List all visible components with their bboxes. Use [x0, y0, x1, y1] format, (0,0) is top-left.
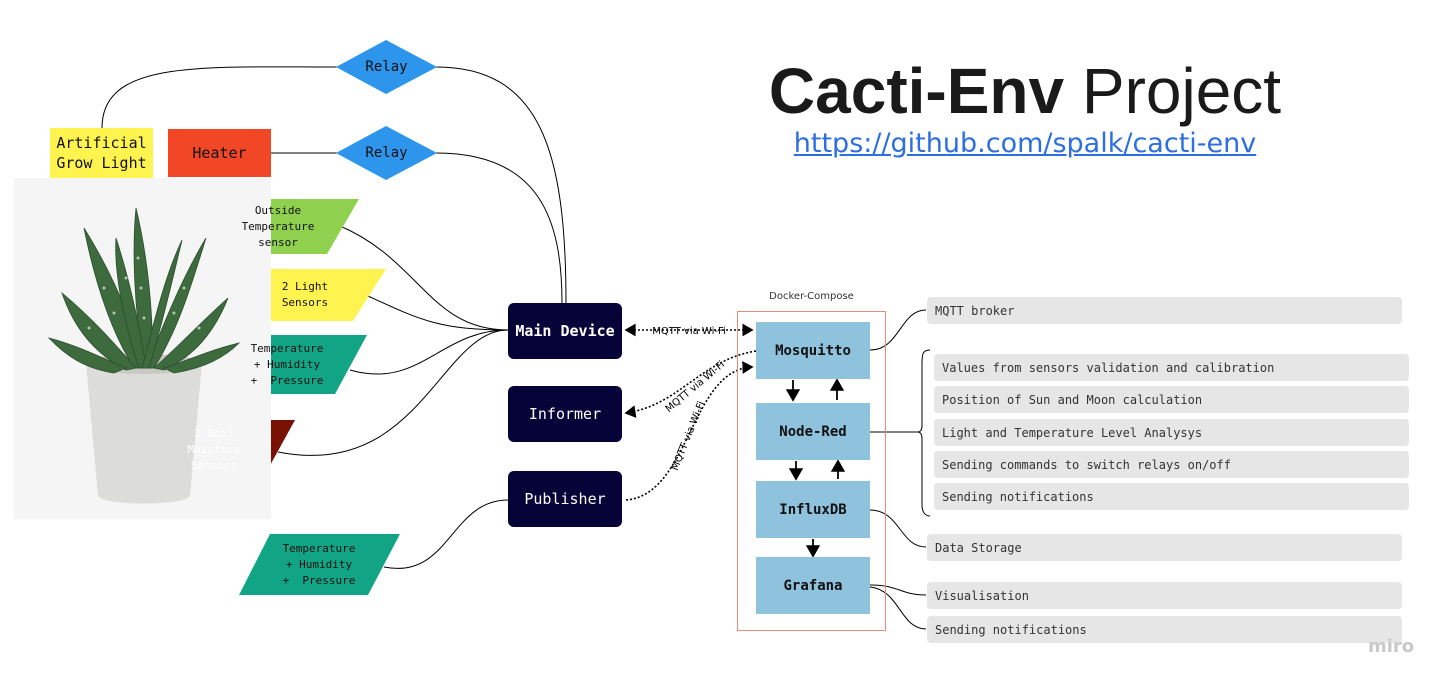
influxdb-service: InfluxDB: [756, 481, 870, 538]
relay-bottom-shape: [336, 126, 437, 180]
node-red-desc-1: Values from sensors validation and calib…: [934, 354, 1409, 381]
grow-light-node: Artificial Grow Light: [50, 128, 153, 178]
visualisation-desc: Visualisation: [927, 582, 1402, 609]
heater-node: Heater: [168, 129, 271, 177]
soil-sensor-label: 2 Soil Moisture Sensors: [187, 427, 241, 472]
mqtt-main-label: MQTT via Wi-Fi: [652, 326, 726, 337]
docker-compose-group: [737, 311, 886, 631]
node-red-service: Node-Red: [756, 403, 870, 460]
node-red-desc-3: Light and Temperature Level Analysys: [934, 419, 1409, 446]
temp-hum-press-label: Temperature + Humidity + Pressure: [250, 341, 324, 387]
docker-compose-label: Docker-Compose: [769, 291, 854, 302]
grafana-notifications-desc: Sending notifications: [927, 616, 1402, 643]
relay-top-shape: [336, 40, 437, 94]
node-red-desc-5: Sending notifications: [934, 483, 1409, 510]
mqtt-broker-desc: MQTT broker: [927, 297, 1402, 324]
relay-top-label: Relay: [365, 59, 408, 75]
relay-bottom-label: Relay: [365, 145, 408, 161]
cactus-image: [14, 178, 271, 519]
main-device-node: Main Device: [508, 303, 622, 359]
node-red-desc-4: Sending commands to switch relays on/off: [934, 451, 1409, 478]
temp-hum-press-2-label: Temperature + Humidity + Pressure: [282, 541, 356, 587]
grafana-service: Grafana: [756, 557, 870, 614]
data-storage-desc: Data Storage: [927, 534, 1402, 561]
light-sensor-label: 2 Light Sensors: [281, 280, 329, 309]
mosquitto-service: Mosquitto: [756, 322, 870, 379]
publisher-node: Publisher: [508, 471, 622, 527]
page-title: Cacti-Env Project: [768, 55, 1282, 127]
miro-watermark: miro: [1368, 636, 1415, 657]
repo-link[interactable]: https://github.com/spalk/cacti-env: [793, 128, 1257, 159]
outside-temp-label: Outside Temperature sensor: [241, 203, 315, 249]
temp-hum-press-2-shape: [239, 534, 400, 595]
node-red-desc-2: Position of Sun and Moon calculation: [934, 386, 1409, 413]
informer-node: Informer: [508, 386, 622, 442]
